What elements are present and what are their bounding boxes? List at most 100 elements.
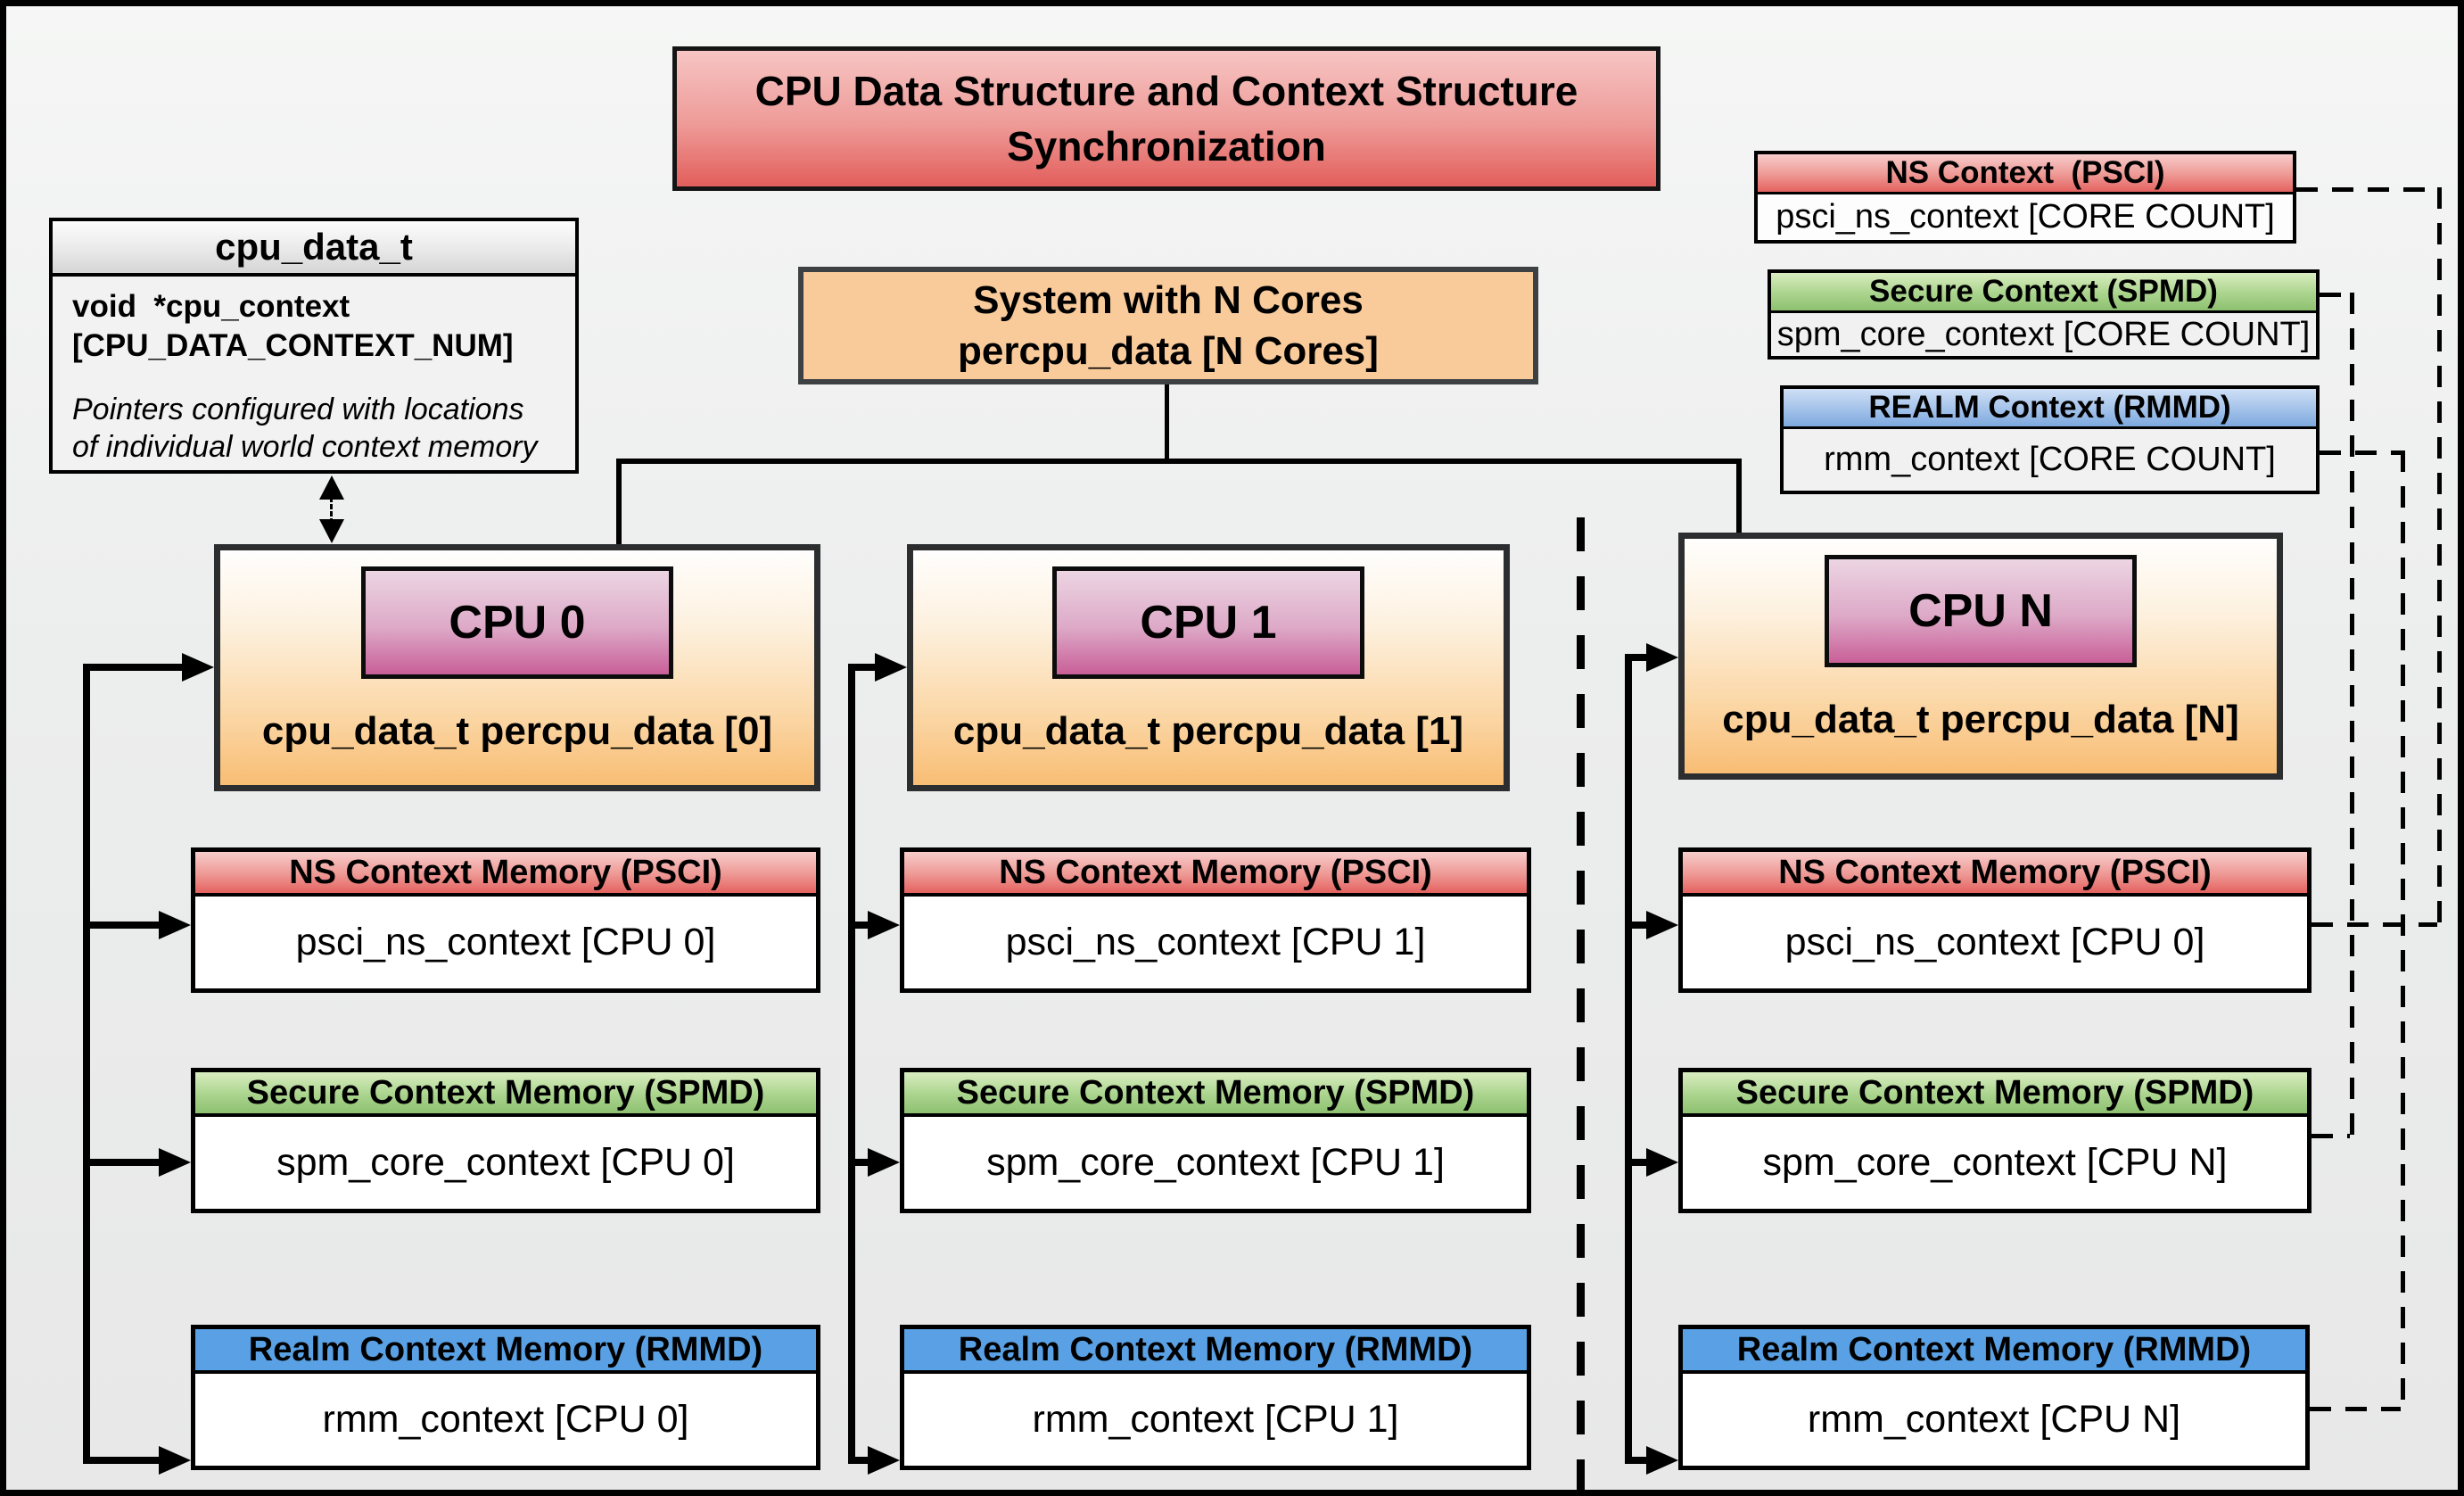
cpu-n-branch-realm-line bbox=[1632, 1457, 1650, 1464]
legend-realm-body: rmm_context [CORE COUNT] bbox=[1784, 429, 2316, 491]
connector-drop-cpu0-line bbox=[616, 464, 622, 546]
cpu-data-t-box: cpu_data_t void *cpu_context [CPU_DATA_C… bbox=[49, 218, 579, 474]
cpu-data-t-note-line2: of individual world context memory bbox=[72, 430, 538, 464]
cpu-n-data-label: cpu_data_t percpu_data [N] bbox=[1722, 698, 2239, 741]
cpu-0-realm-context-header: Realm Context Memory (RMMD) bbox=[195, 1329, 816, 1374]
arrow-right-icon bbox=[868, 1148, 900, 1177]
cpu-0-secure-context-header: Secure Context Memory (SPMD) bbox=[195, 1072, 816, 1117]
cpu-1-branch-ns-line bbox=[855, 922, 871, 929]
secure-dashed-link-bottom-line bbox=[2312, 1134, 2350, 1138]
cpu-1-ns-context-body: psci_ns_context [CPU 1] bbox=[904, 897, 1527, 988]
arrow-up-icon bbox=[319, 475, 344, 500]
arrow-right-icon bbox=[1646, 1148, 1678, 1177]
cpu-0-ns-context-box: NS Context Memory (PSCI) psci_ns_context… bbox=[191, 847, 820, 993]
cpu-data-t-note-line1: Pointers configured with locations bbox=[72, 393, 524, 426]
cpu-data-t-header: cpu_data_t bbox=[53, 221, 575, 277]
cpu-1-secure-context-box: Secure Context Memory (SPMD) spm_core_co… bbox=[900, 1068, 1531, 1213]
cpu-data-t-link-line bbox=[330, 497, 333, 524]
cpu-data-t-field-line1: void *cpu_context bbox=[72, 289, 350, 324]
cpu-1-secure-context-header: Secure Context Memory (SPMD) bbox=[904, 1072, 1527, 1117]
cpu-n-bus-line bbox=[1625, 654, 1632, 1464]
cpu-n-ns-context-box: NS Context Memory (PSCI) psci_ns_context… bbox=[1678, 847, 2312, 993]
cpu-data-t-body: void *cpu_context [CPU_DATA_CONTEXT_NUM]… bbox=[53, 277, 575, 476]
system-box-line2: percpu_data [N Cores] bbox=[958, 329, 1379, 373]
cpu-1-branch-secure-line bbox=[855, 1159, 871, 1166]
system-box: System with N Cores percpu_data [N Cores… bbox=[798, 267, 1538, 384]
cpu-0-realm-context-box: Realm Context Memory (RMMD) rmm_context … bbox=[191, 1325, 820, 1470]
legend-secure-box: Secure Context (SPMD) spm_core_context [… bbox=[1768, 269, 2320, 360]
legend-ns-header: NS Context (PSCI) bbox=[1758, 154, 2293, 194]
arrow-right-icon bbox=[1646, 643, 1678, 672]
connector-system-drop-line bbox=[1165, 384, 1169, 462]
cpu-1-box: CPU 1 cpu_data_t percpu_data [1] bbox=[907, 544, 1510, 791]
legend-secure-header: Secure Context (SPMD) bbox=[1771, 273, 2316, 313]
cpu-n-ns-context-body: psci_ns_context [CPU 0] bbox=[1683, 897, 2307, 988]
legend-realm-header: REALM Context (RMMD) bbox=[1784, 389, 2316, 429]
dashed-separator-line bbox=[1577, 517, 1585, 1490]
cpu-n-realm-context-box: Realm Context Memory (RMMD) rmm_context … bbox=[1678, 1325, 2310, 1470]
realm-dashed-link-bottom-line bbox=[2310, 1407, 2401, 1411]
cpu-n-secure-context-box: Secure Context Memory (SPMD) spm_core_co… bbox=[1678, 1068, 2312, 1213]
ns-dashed-link-bottom-line bbox=[2312, 922, 2437, 927]
cpu-0-bus-line bbox=[83, 664, 90, 1464]
cpu-1-realm-context-body: rmm_context [CPU 1] bbox=[904, 1374, 1527, 1466]
secure-dashed-link-top-line bbox=[2320, 293, 2354, 297]
arrow-right-icon bbox=[159, 1148, 191, 1177]
ns-dashed-link-top-line bbox=[2296, 187, 2442, 192]
arrow-right-icon bbox=[182, 653, 214, 682]
cpu-1-chip: CPU 1 bbox=[1052, 566, 1364, 679]
cpu-1-ns-context-box: NS Context Memory (PSCI) psci_ns_context… bbox=[900, 847, 1531, 993]
cpu-1-secure-context-body: spm_core_context [CPU 1] bbox=[904, 1117, 1527, 1209]
cpu-0-chip: CPU 0 bbox=[361, 566, 673, 679]
cpu-n-branch-ns-line bbox=[1632, 922, 1650, 929]
arrow-right-icon bbox=[1646, 911, 1678, 939]
legend-ns-box: NS Context (PSCI) psci_ns_context [CORE … bbox=[1754, 151, 2296, 244]
cpu-n-secure-context-body: spm_core_context [CPU N] bbox=[1683, 1117, 2307, 1209]
cpu-0-branch-ns-line bbox=[90, 922, 162, 929]
arrow-right-icon bbox=[159, 911, 191, 939]
legend-realm-box: REALM Context (RMMD) rmm_context [CORE C… bbox=[1780, 385, 2320, 494]
cpu-0-data-label: cpu_data_t percpu_data [0] bbox=[261, 709, 773, 753]
cpu-1-ns-context-header: NS Context Memory (PSCI) bbox=[904, 852, 1527, 897]
diagram-title: CPU Data Structure and Context Structure… bbox=[672, 46, 1661, 191]
legend-ns-body: psci_ns_context [CORE COUNT] bbox=[1758, 194, 2293, 240]
connector-horizontal-line bbox=[616, 459, 1742, 464]
cpu-0-ns-context-header: NS Context Memory (PSCI) bbox=[195, 852, 816, 897]
arrow-right-icon bbox=[868, 1446, 900, 1475]
cpu-0-secure-context-box: Secure Context Memory (SPMD) spm_core_co… bbox=[191, 1068, 820, 1213]
arrow-right-icon bbox=[868, 911, 900, 939]
cpu-1-branch-realm-line bbox=[855, 1457, 871, 1464]
arrow-right-icon bbox=[1646, 1446, 1678, 1475]
cpu-1-realm-context-box: Realm Context Memory (RMMD) rmm_context … bbox=[900, 1325, 1531, 1470]
cpu-n-branch-cpu-line bbox=[1625, 654, 1650, 661]
cpu-n-ns-context-header: NS Context Memory (PSCI) bbox=[1683, 852, 2307, 897]
cpu-1-branch-cpu-line bbox=[848, 664, 878, 671]
cpu-n-realm-context-body: rmm_context [CPU N] bbox=[1683, 1374, 2305, 1466]
cpu-0-ns-context-body: psci_ns_context [CPU 0] bbox=[195, 897, 816, 988]
arrow-down-icon bbox=[319, 519, 344, 543]
legend-secure-body: spm_core_context [CORE COUNT] bbox=[1771, 313, 2316, 356]
cpu-n-realm-context-header: Realm Context Memory (RMMD) bbox=[1683, 1329, 2305, 1374]
cpu-data-t-field-line2: [CPU_DATA_CONTEXT_NUM] bbox=[72, 328, 514, 363]
ns-dashed-link-vertical-line bbox=[2437, 187, 2442, 927]
cpu-n-branch-secure-line bbox=[1632, 1159, 1650, 1166]
cpu-1-bus-line bbox=[848, 664, 855, 1464]
cpu-0-branch-secure-line bbox=[90, 1159, 162, 1166]
arrow-right-icon bbox=[159, 1446, 191, 1475]
cpu-0-realm-context-body: rmm_context [CPU 0] bbox=[195, 1374, 816, 1466]
system-box-line1: System with N Cores bbox=[973, 278, 1364, 322]
cpu-0-secure-context-body: spm_core_context [CPU 0] bbox=[195, 1117, 816, 1209]
cpu-1-realm-context-header: Realm Context Memory (RMMD) bbox=[904, 1329, 1527, 1374]
realm-dashed-link-top-line bbox=[2320, 450, 2405, 455]
cpu-0-box: CPU 0 cpu_data_t percpu_data [0] bbox=[214, 544, 820, 791]
cpu-0-branch-realm-line bbox=[90, 1457, 162, 1464]
cpu-1-data-label: cpu_data_t percpu_data [1] bbox=[952, 709, 1464, 753]
cpu-n-box: CPU N cpu_data_t percpu_data [N] bbox=[1678, 533, 2283, 780]
realm-dashed-link-vertical-line bbox=[2401, 450, 2405, 1411]
connector-drop-cpun-line bbox=[1736, 464, 1742, 534]
cpu-0-branch-cpu-line bbox=[83, 664, 185, 671]
cpu-n-secure-context-header: Secure Context Memory (SPMD) bbox=[1683, 1072, 2307, 1117]
cpu-n-chip: CPU N bbox=[1825, 555, 2137, 667]
arrow-right-icon bbox=[875, 653, 907, 682]
